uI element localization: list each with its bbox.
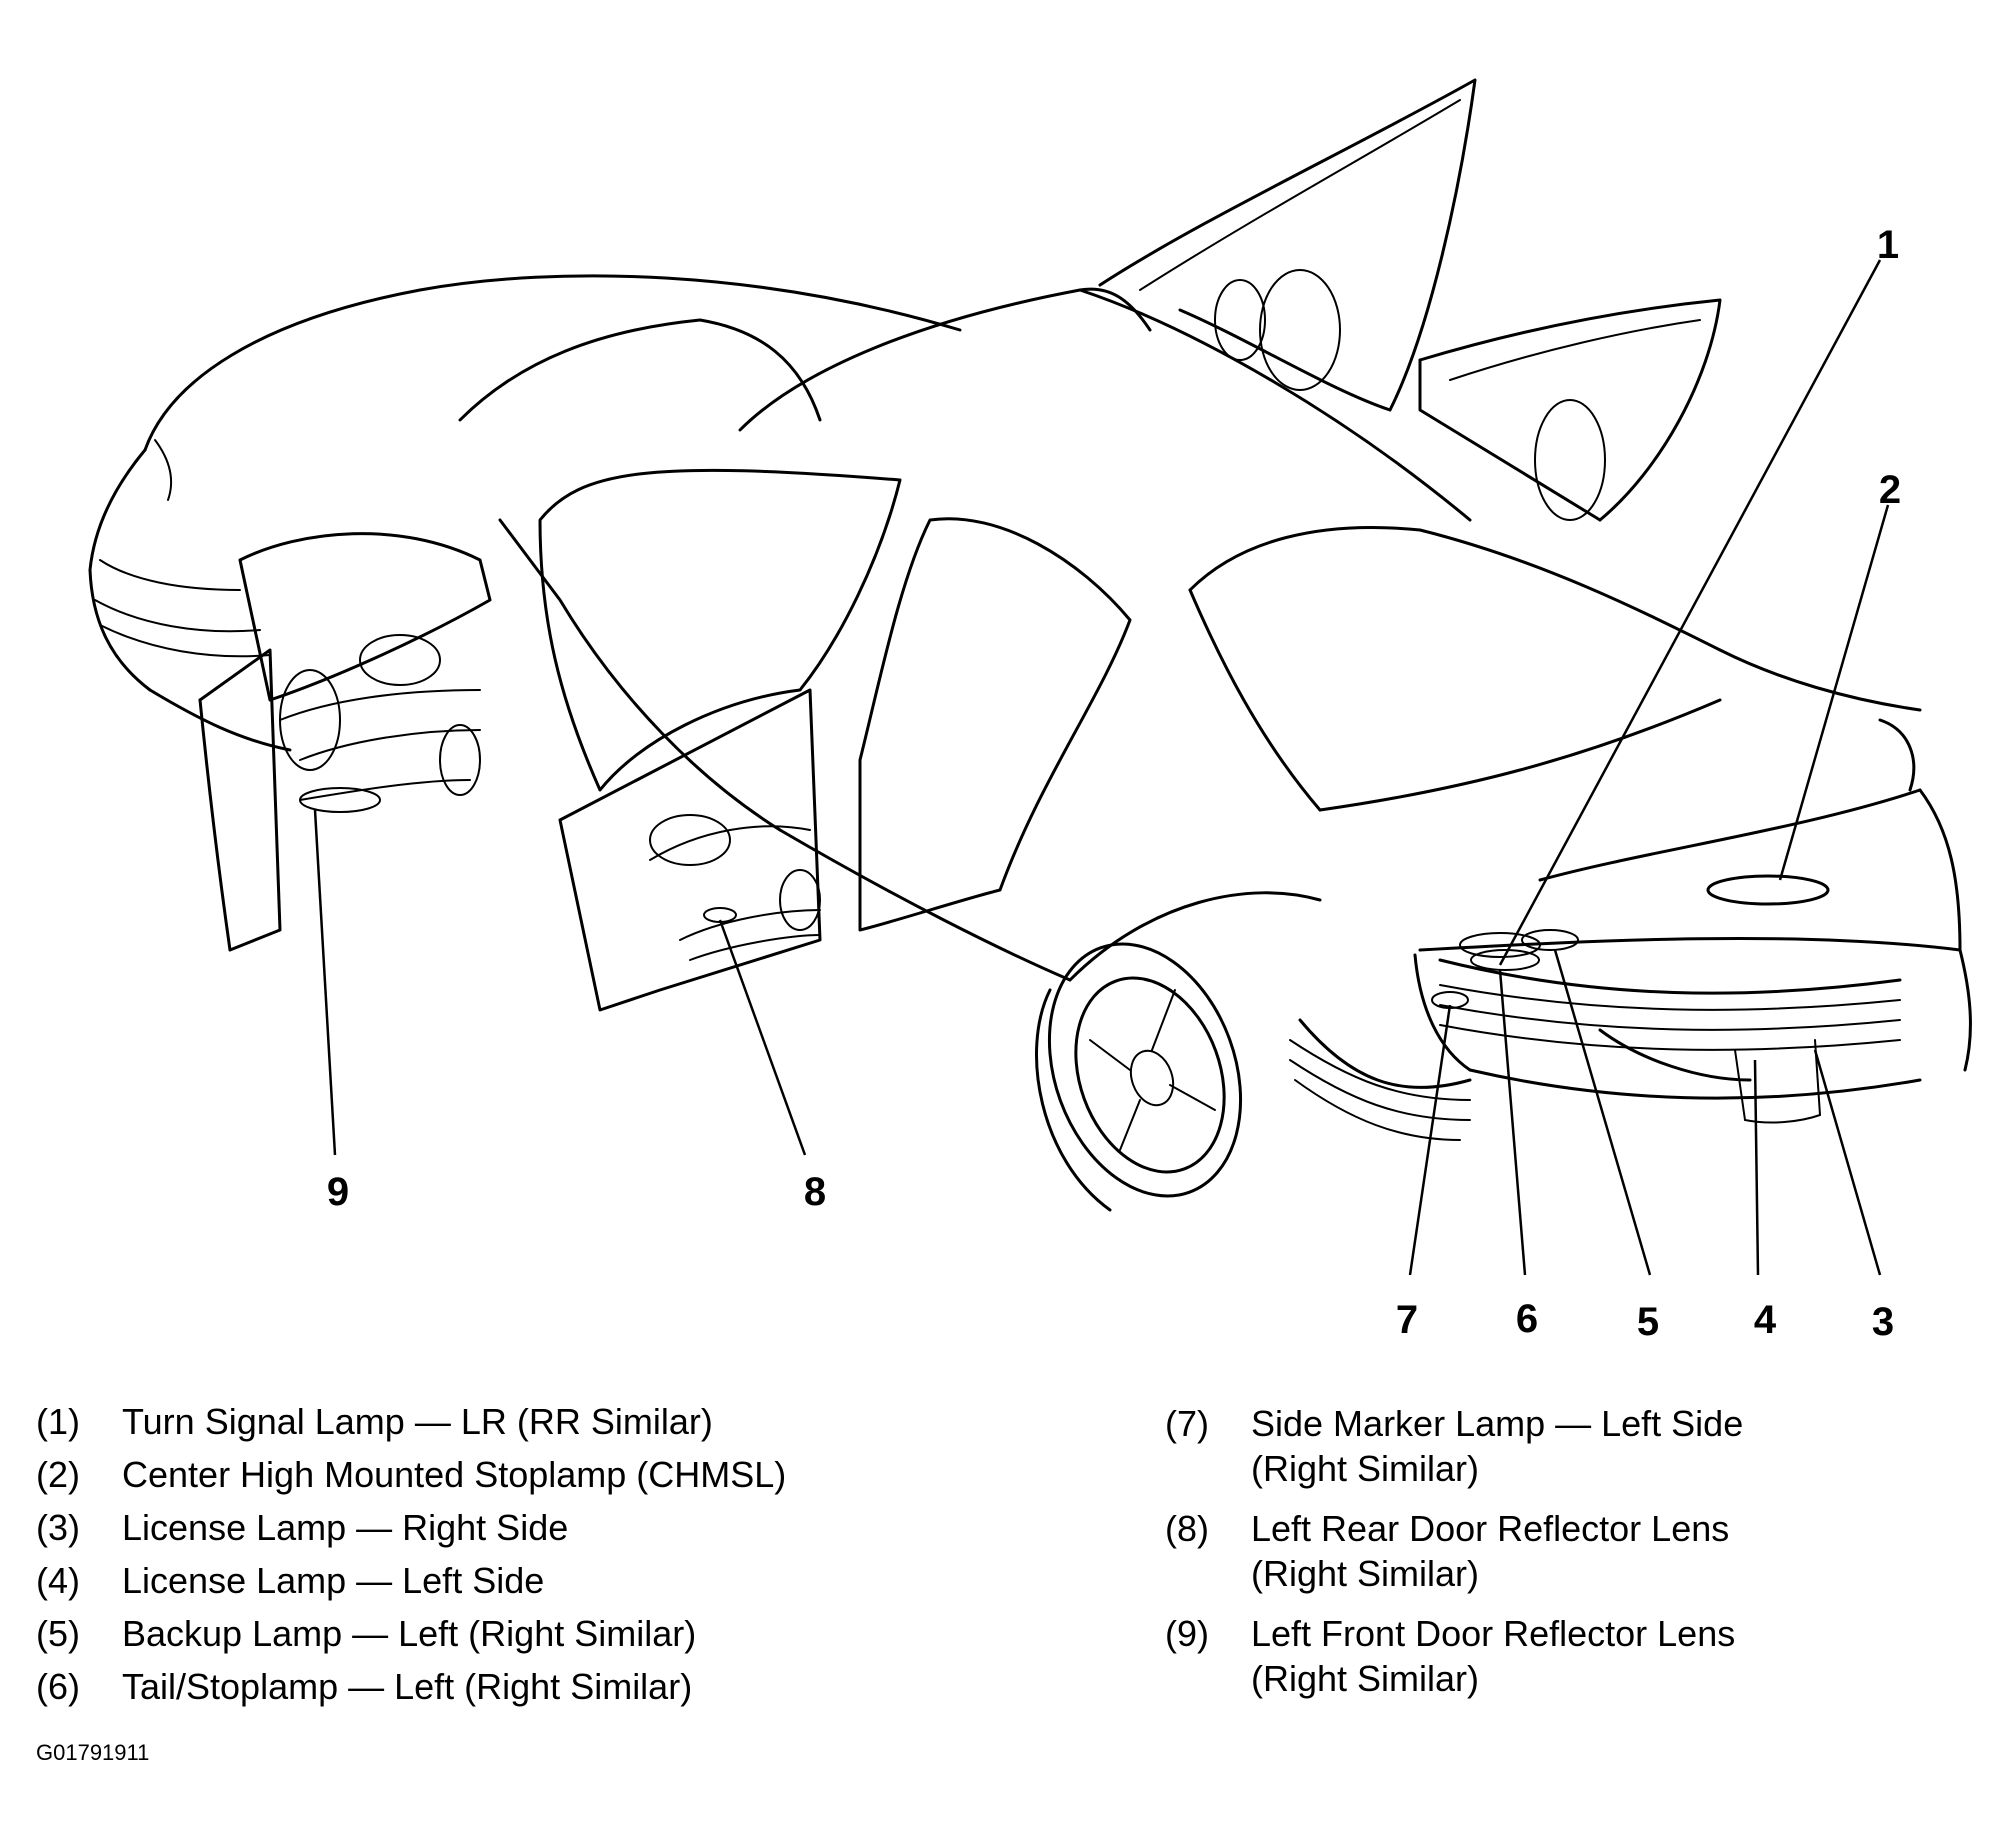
legend-number: (1) xyxy=(36,1401,80,1442)
legend-text-line-2: (Right Similar) xyxy=(1251,1448,1480,1489)
legend-text: Turn Signal Lamp — LR (RR Similar) xyxy=(122,1401,713,1442)
legend-number: (2) xyxy=(36,1454,80,1495)
legend-text: Left Rear Door Reflector Lens(Right Simi… xyxy=(1251,1506,1729,1596)
callout-numbers: 1 2 3 4 5 6 7 8 9 xyxy=(327,223,1901,1344)
figure-id: G01791911 xyxy=(36,1740,150,1765)
legend-text: License Lamp — Right Side xyxy=(122,1507,569,1548)
legend-item-6: (6) Tail/Stoplamp — Left (Right Similar) xyxy=(36,1660,786,1713)
legend-text-line-1: Side Marker Lamp — Left Side xyxy=(1251,1403,1744,1444)
vehicle-outline-drawing xyxy=(88,78,1972,1212)
legend-text: Center High Mounted Stoplamp (CHMSL) xyxy=(122,1454,787,1495)
legend-left-column: (1) Turn Signal Lamp — LR (RR Similar) (… xyxy=(36,1395,786,1713)
legend-item-4: (4) License Lamp — Left Side xyxy=(36,1554,786,1607)
legend-text-line-2: (Right Similar) xyxy=(1251,1658,1480,1699)
legend-text-line-2: (Right Similar) xyxy=(1251,1553,1480,1594)
callout-5: 5 xyxy=(1637,1300,1659,1344)
legend-right-column: (7) Side Marker Lamp — Left Side(Right S… xyxy=(1165,1401,1743,1716)
legend-text: Backup Lamp — Left (Right Similar) xyxy=(122,1613,697,1654)
callout-9: 9 xyxy=(327,1170,349,1214)
legend-text-line-1: Left Rear Door Reflector Lens xyxy=(1251,1508,1730,1549)
legend-item-5: (5) Backup Lamp — Left (Right Similar) xyxy=(36,1607,786,1660)
legend-number: (3) xyxy=(36,1507,80,1548)
legend-number: (4) xyxy=(36,1560,80,1601)
legend-item-8: (8) Left Rear Door Reflector Lens(Right … xyxy=(1165,1506,1743,1596)
legend-item-7: (7) Side Marker Lamp — Left Side(Right S… xyxy=(1165,1401,1743,1491)
legend-number: (5) xyxy=(36,1613,80,1654)
legend-text: License Lamp — Left Side xyxy=(122,1560,545,1601)
legend-number: (6) xyxy=(36,1666,80,1707)
legend-number: (7) xyxy=(1165,1403,1209,1444)
legend-item-2: (2) Center High Mounted Stoplamp (CHMSL) xyxy=(36,1448,786,1501)
legend-text: Tail/Stoplamp — Left (Right Similar) xyxy=(122,1666,693,1707)
callout-1: 1 xyxy=(1877,223,1899,267)
legend-item-1: (1) Turn Signal Lamp — LR (RR Similar) xyxy=(36,1395,786,1448)
callout-7: 7 xyxy=(1396,1298,1418,1342)
legend-number: (8) xyxy=(1165,1508,1209,1549)
callout-6: 6 xyxy=(1516,1297,1538,1341)
callout-8: 8 xyxy=(804,1170,826,1214)
legend-item-3: (3) License Lamp — Right Side xyxy=(36,1501,786,1554)
callout-4: 4 xyxy=(1754,1298,1777,1342)
legend-text: Left Front Door Reflector Lens(Right Sim… xyxy=(1251,1611,1735,1701)
leader-lines xyxy=(313,259,1890,1276)
legend-item-9: (9) Left Front Door Reflector Lens(Right… xyxy=(1165,1611,1743,1701)
callout-2: 2 xyxy=(1879,468,1901,512)
legend-number: (9) xyxy=(1165,1613,1209,1654)
legend-text: Side Marker Lamp — Left Side(Right Simil… xyxy=(1251,1401,1743,1491)
callout-3: 3 xyxy=(1872,1300,1894,1344)
legend-text-line-1: Left Front Door Reflector Lens xyxy=(1251,1613,1736,1654)
